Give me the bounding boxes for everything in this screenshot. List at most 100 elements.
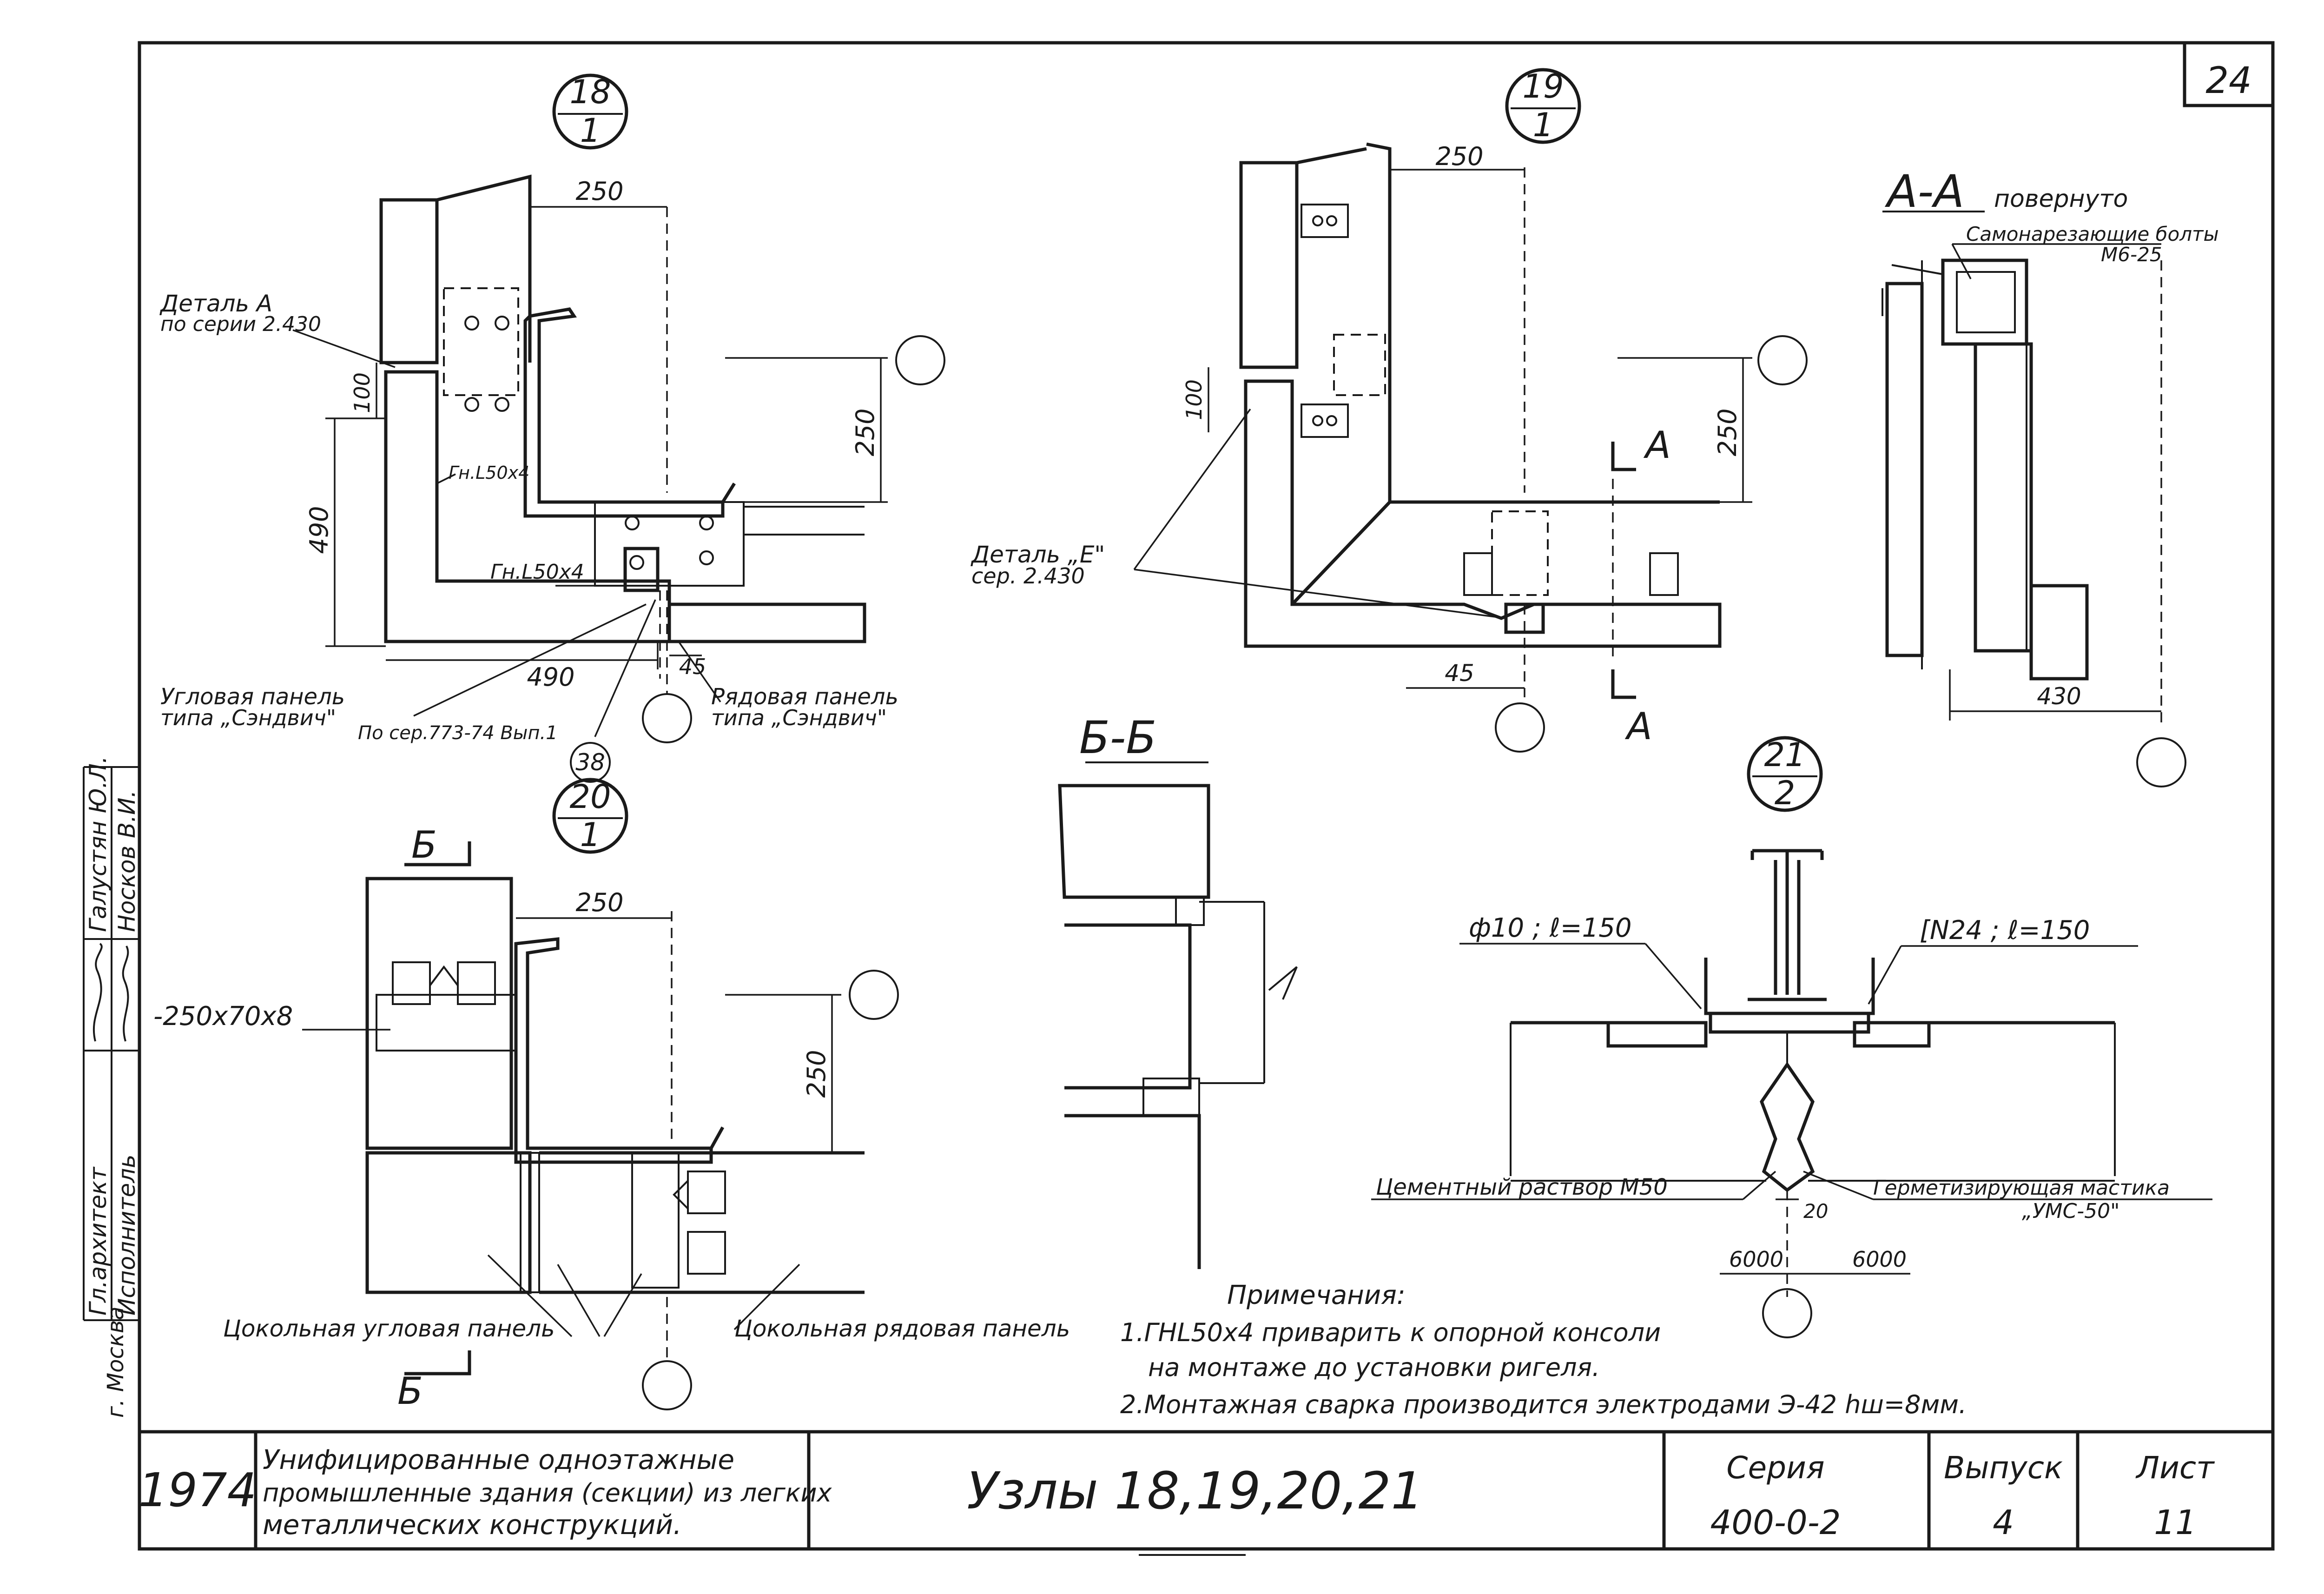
d18-dim-left-big: 490 — [304, 506, 334, 554]
d18-label-detail-a-2: по серии 2.430 — [160, 312, 321, 336]
node-20-top: 20 — [569, 778, 611, 816]
z-bracket — [523, 307, 725, 518]
d19-label-detail-e-2: сер. 2.430 — [971, 563, 1085, 589]
d18-label-detail-a-1: Деталь А — [159, 290, 272, 317]
sheet-label: Лист — [2135, 1450, 2215, 1486]
drawing-title: Узлы 18,19,20,21 — [967, 1461, 1423, 1521]
axis-marker-18-bottom — [642, 693, 692, 743]
aa-title-suffix: повернуто — [1994, 185, 2128, 213]
aa-dim-bottom: 430 — [2037, 683, 2081, 710]
d18-label-row-panel-1: Рядовая панель — [711, 684, 898, 710]
mortar-joint — [1760, 1061, 1815, 1192]
axis-marker-20-right — [849, 970, 899, 1020]
sheet-value: 11 — [2154, 1503, 2197, 1542]
node-21-circle — [1747, 736, 1823, 812]
stamp-role-1: Гл.архитект — [85, 1166, 112, 1316]
axis-marker-19-right — [1757, 335, 1808, 385]
title-year: 1974 — [139, 1463, 257, 1517]
d19-section-mark-bottom: А — [1624, 705, 1652, 748]
d20-label-row-plinth: Цокольная рядовая панель — [734, 1315, 1070, 1342]
node-38-circle — [570, 742, 611, 783]
node-18-bottom: 1 — [580, 112, 601, 150]
d18-label-series: По сер.773-74 Вып.1 — [358, 722, 558, 744]
d18-dim-left-small: 100 — [350, 372, 375, 413]
node-18-top: 18 — [569, 73, 611, 111]
d18-dim-top: 250 — [575, 177, 623, 206]
z-bracket-20 — [514, 937, 713, 1164]
title-block — [254, 1432, 2080, 1556]
aa-wall-panel — [1885, 282, 1924, 657]
stamp-city: г. Москва — [103, 1306, 129, 1418]
signature-1 — [92, 943, 103, 1042]
channel-left — [1704, 958, 1757, 1015]
issue-value: 4 — [1993, 1503, 2014, 1542]
d18-label-row-panel-2: типа „Сэндвич" — [711, 705, 887, 730]
d21-label-sealant-2: „УМС-50" — [2022, 1199, 2119, 1223]
node-21-top: 21 — [1764, 736, 1805, 774]
d18-dim-45: 45 — [679, 654, 706, 679]
node-20-circle — [552, 778, 628, 854]
stamp-role-2: Исполнитель — [113, 1154, 140, 1316]
aa-label-bolts-2: М6-25 — [2101, 243, 2162, 266]
d21-dim-right: 6000 — [1852, 1247, 1907, 1272]
d20-section-mark-bottom: Б — [397, 1369, 423, 1413]
row-sandwich-panel — [667, 602, 866, 643]
angle-l50x4 — [623, 547, 660, 592]
series-label: Серия — [1726, 1450, 1824, 1486]
corner-number: 24 — [2205, 60, 2251, 102]
d21-label-mortar: Цементный раствор М50 — [1376, 1174, 1668, 1200]
d18-label-angle-1: Гн.L50x4 — [449, 463, 529, 483]
node-19-circle — [1505, 68, 1581, 144]
d21-label-sealant-1: Герметизирующая мастика — [1873, 1176, 2170, 1200]
corner-sandwich-panel-19 — [1244, 379, 1722, 648]
axis-marker-aa — [2136, 737, 2186, 787]
node-19-top: 19 — [1522, 67, 1564, 106]
node-18-circle — [552, 73, 628, 150]
signature-2 — [122, 946, 129, 1042]
aa-post — [1974, 342, 2033, 653]
title-description-3: металлических конструкций. — [263, 1509, 682, 1541]
node-19-bottom: 1 — [1533, 106, 1554, 144]
title-description-2: промышленные здания (секции) из легких — [263, 1478, 832, 1508]
d18-label-corner-panel-1: Угловая панель — [160, 684, 345, 710]
axis-marker-18-right — [895, 335, 945, 385]
notes-line-3: 2.Монтажная сварка производится электрод… — [1120, 1390, 1967, 1419]
sheet-frame — [138, 41, 2275, 1551]
title-description-1: Унифицированные одноэтажные — [263, 1444, 734, 1475]
axis-marker-21-bottom — [1762, 1288, 1812, 1338]
axis-marker-20-bottom — [642, 1360, 692, 1410]
d19-dim-left: 100 — [1182, 379, 1207, 420]
section-aa — [1882, 211, 2186, 787]
corner-sandwich-panel — [384, 370, 671, 643]
node-21-bottom: 2 — [1775, 774, 1796, 812]
stamp-name-1: Галустян Ю.Л. — [85, 756, 112, 932]
detail-18 — [292, 73, 945, 783]
issue-label: Выпуск — [1944, 1450, 2063, 1486]
aa-title: А-А — [1884, 165, 1964, 218]
d20-dim-top: 250 — [575, 888, 623, 917]
d18-label-angle-2: Гн.L50x4 — [490, 560, 584, 584]
side-stamp: Гл.архитект Исполнитель Галустян Ю.Л. Но… — [83, 756, 140, 1418]
channel-right — [1822, 958, 1875, 1015]
d21-dim-20: 20 — [1803, 1200, 1828, 1223]
d20-section-mark-top: Б — [411, 823, 437, 866]
stamp-name-2: Носков В.И. — [113, 790, 140, 932]
wall-panel-top — [379, 198, 439, 364]
d19-dim-top: 250 — [1435, 142, 1483, 171]
notes-line-2: на монтаже до установки ригеля. — [1148, 1353, 1600, 1382]
d21-dim-left: 6000 — [1729, 1247, 1783, 1272]
notes-line-1: 1.ГНL50x4 приварить к опорной консоли — [1120, 1318, 1661, 1347]
d21-label-rod: ф10 ; ℓ=150 — [1469, 913, 1632, 943]
d19-label-detail-e-1: Деталь „Е" — [971, 541, 1105, 568]
detail-19 — [1133, 68, 1808, 753]
d18-dim-bottom: 490 — [527, 662, 574, 692]
series-value: 400-0-2 — [1710, 1503, 1841, 1542]
d19-dim-45: 45 — [1445, 660, 1474, 687]
section-bb — [1058, 761, 1298, 1269]
plinth-corner-panel-top — [365, 877, 513, 1150]
node-20-bottom: 1 — [580, 816, 601, 854]
detail-21 — [1371, 736, 2212, 1338]
aa-label-bolts-1: Самонарезающие болты — [1966, 223, 2219, 245]
notes-heading: Примечания: — [1227, 1280, 1406, 1310]
